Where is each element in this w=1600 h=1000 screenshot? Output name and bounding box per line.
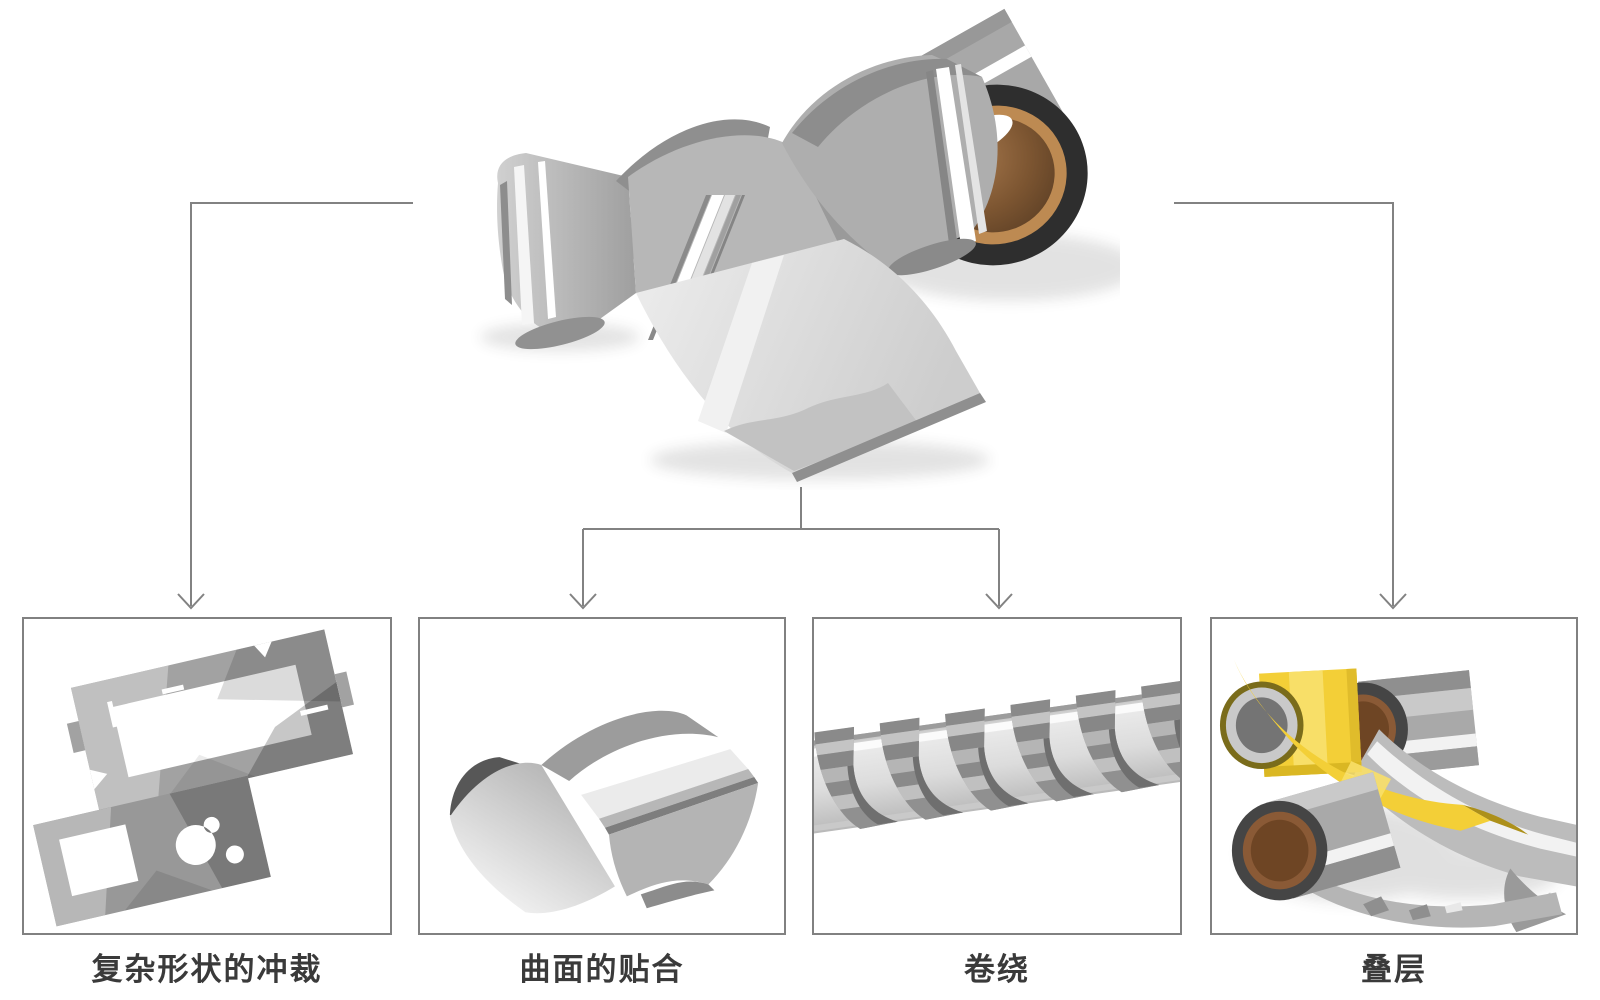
application-box-die-cutting bbox=[22, 617, 392, 935]
punched-frame-bottom bbox=[33, 775, 271, 927]
caption-layering: 叠层 bbox=[1361, 952, 1427, 987]
application-box-layering bbox=[1210, 617, 1578, 935]
silver-tape bbox=[1299, 868, 1563, 928]
arrow-down-icon bbox=[1379, 593, 1407, 610]
spiral-wound-rod-illustration bbox=[814, 619, 1180, 933]
arrow-down-icon bbox=[985, 593, 1013, 610]
ribbon-fold bbox=[782, 55, 998, 276]
stacked-tape-rolls-illustration bbox=[1219, 659, 1576, 933]
silver-roll bbox=[1231, 772, 1401, 901]
application-box-curved-lamination bbox=[418, 617, 786, 935]
arrow-down-icon bbox=[569, 593, 597, 610]
foil-tape-roll-illustration bbox=[480, 8, 1120, 482]
yellow-roll bbox=[1219, 668, 1362, 777]
die-cut-frames-illustration bbox=[33, 629, 354, 927]
caption-curved-lamination: 曲面的贴合 bbox=[519, 952, 685, 987]
punched-frame-top bbox=[66, 629, 354, 813]
curved-surface-lamination-illustration bbox=[449, 710, 759, 914]
application-box-winding bbox=[812, 617, 1182, 935]
caption-die-cutting: 复杂形状的冲裁 bbox=[91, 952, 323, 987]
rod bbox=[814, 682, 1180, 836]
ribbon-sheet bbox=[636, 239, 986, 482]
ribbon-fold bbox=[497, 153, 636, 350]
caption-winding: 卷绕 bbox=[964, 952, 1030, 987]
arrow-down-icon bbox=[177, 593, 205, 610]
